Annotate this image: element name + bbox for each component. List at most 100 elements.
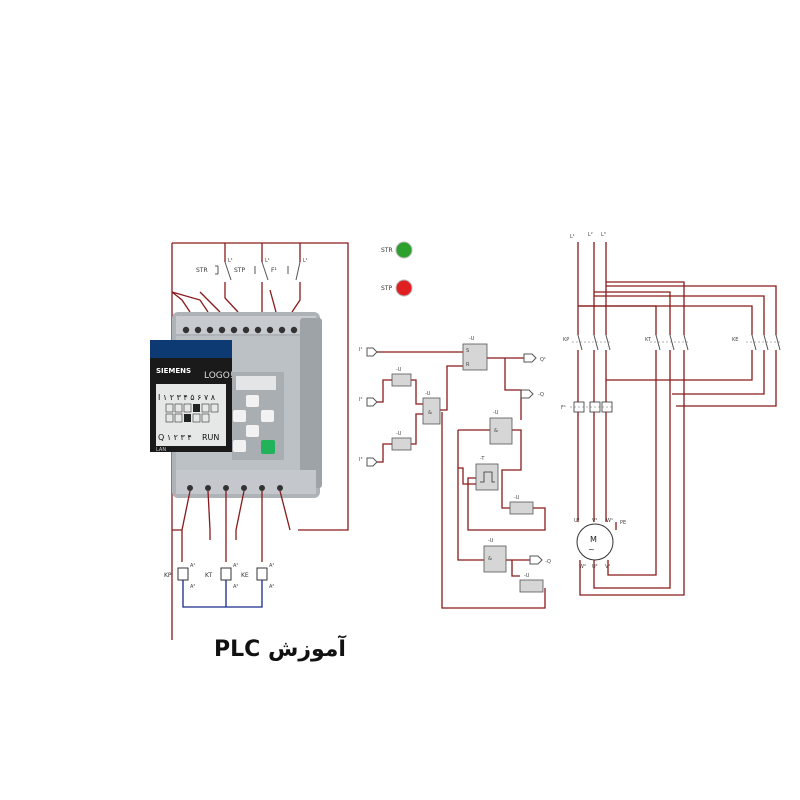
power-circuit: L¹ L² L³ KP KT KE F¹ xyxy=(561,232,782,596)
supply-l1: L¹ xyxy=(570,234,575,240)
svg-text:~: ~ xyxy=(588,545,595,554)
indicator-lamps: STR STP xyxy=(381,241,413,297)
supply-l3: L³ xyxy=(601,232,606,238)
plc-terminal-strip-bottom xyxy=(176,470,316,494)
lcd-inputs-row: I ۱ ۲ ۳ ۴ ۵ ۶ ۷ ۸ xyxy=(158,393,216,402)
wire-i2 xyxy=(377,379,392,403)
siemens-band xyxy=(150,340,232,358)
not-block-2: -U xyxy=(391,431,412,451)
function-key-slot xyxy=(236,376,276,390)
lamp-stp-label: STP xyxy=(381,285,392,292)
w2-label: W² xyxy=(579,564,586,570)
page-title: آموزش PLC xyxy=(214,634,346,662)
pe-label: PE xyxy=(620,520,626,526)
input-i1-label: I¹ xyxy=(359,347,362,353)
key-right[interactable] xyxy=(261,410,274,422)
coil-kp-label: KP xyxy=(164,572,172,579)
wire-not-timer xyxy=(467,477,546,531)
timer-block: -T xyxy=(475,456,499,491)
l-feed-3 xyxy=(199,291,221,313)
logic-diagram: I¹ I² I³ -U S R -U xyxy=(359,336,551,609)
and2-symbol: & xyxy=(488,556,492,562)
lamp-str-label: STR xyxy=(381,247,393,254)
key-ok-green[interactable] xyxy=(261,440,275,454)
ke-label: KE xyxy=(732,337,738,343)
supply-phases xyxy=(577,242,607,335)
plc-side xyxy=(300,318,322,488)
wire-and2-in xyxy=(457,430,484,561)
lan-label: LAN xyxy=(156,447,166,453)
plc-device: SIEMENS LOGO! I ۱ ۲ ۳ ۴ ۵ ۶ ۷ ۸ Q ۱ ۲ ۳ … xyxy=(150,312,322,498)
supply-l2: L² xyxy=(588,232,593,238)
coil-ke-label: KE xyxy=(241,572,249,579)
and1-symbol: & xyxy=(494,428,498,434)
f1-to-motor xyxy=(577,412,607,522)
v1-label: V¹ xyxy=(592,518,597,524)
l-feed-2 xyxy=(171,291,209,313)
output-q-a xyxy=(520,389,534,399)
and0-u: -U xyxy=(425,391,431,397)
f1-switch: F¹ L¹ xyxy=(271,258,308,281)
l-feed-1 xyxy=(171,291,191,313)
stp-l1-label: L¹ xyxy=(265,258,270,264)
and2-u: -U xyxy=(488,538,494,544)
input-i3-label: I³ xyxy=(359,457,362,463)
key-esc[interactable] xyxy=(233,440,246,452)
out-wire-links xyxy=(172,529,237,540)
f1-l1-label: L¹ xyxy=(303,258,308,264)
out-wire-6 xyxy=(279,490,291,531)
wire-i3 xyxy=(377,443,392,463)
not-block-1: -U xyxy=(391,367,412,387)
logo-model: LOGO! xyxy=(204,371,233,381)
ke-outputs xyxy=(606,350,777,407)
out-wire-4 xyxy=(235,490,245,531)
coil-ke-a1: A¹ xyxy=(269,563,274,569)
coil-ke: KE A¹ A² xyxy=(241,563,274,590)
stp-switch: STP L¹ xyxy=(234,258,270,281)
motor-star-delta-wires xyxy=(579,560,685,596)
not3-u: -U xyxy=(514,495,520,501)
contactor-kp: KP xyxy=(563,334,612,351)
output-q-b-label: -Q xyxy=(545,559,551,565)
wire-and1-out xyxy=(501,429,522,509)
sr-s-label: S xyxy=(466,348,469,354)
wire-and2-not xyxy=(511,560,520,577)
timer-t-label: -T xyxy=(480,456,485,462)
u1-label: U¹ xyxy=(574,518,580,524)
input-i1 xyxy=(366,347,378,357)
kt-label: KT xyxy=(645,337,652,343)
and-block-2: -U & xyxy=(483,538,507,573)
out-wire-1 xyxy=(181,490,191,562)
lamp-stp xyxy=(395,279,413,297)
coil-kt: KT A¹ A² xyxy=(205,563,238,590)
and-block-1: -U & xyxy=(489,410,513,445)
input-i2 xyxy=(366,397,378,407)
wire-bottom-loop xyxy=(441,412,546,609)
w1-label: W¹ xyxy=(606,518,613,524)
control-wiring: STR L¹ STP L¹ F¹ L¹ xyxy=(150,242,349,640)
output-q-b xyxy=(529,555,543,565)
out-wire-2 xyxy=(207,490,211,531)
key-up[interactable] xyxy=(246,395,259,407)
key-down[interactable] xyxy=(246,425,259,437)
kp-label: KP xyxy=(563,337,569,343)
sr-block: -U S R xyxy=(462,336,488,371)
neutral-bus-wire xyxy=(182,580,263,608)
wire-q1-fb xyxy=(504,358,522,420)
coil-kt-a2: A² xyxy=(233,584,238,590)
lcd-outputs-row: Q ۱ ۲ ۳ ۴ xyxy=(158,433,192,442)
not4-u: -U xyxy=(524,573,530,579)
input-i3 xyxy=(366,457,378,467)
contactor-kt: KT xyxy=(645,334,690,351)
str-switch-label: STR xyxy=(196,267,208,274)
and0-symbol: & xyxy=(428,410,432,416)
str-switch: STR L¹ xyxy=(196,258,233,281)
l-feed-4 xyxy=(269,289,277,313)
and1-u: -U xyxy=(493,410,499,416)
coil-kp-a2: A² xyxy=(190,584,195,590)
f1-out xyxy=(291,282,301,313)
str-l1-label: L¹ xyxy=(228,258,233,264)
key-left[interactable] xyxy=(233,410,246,422)
motor: M ~ PE U¹ V¹ W¹ W² U² V² xyxy=(574,518,626,570)
sr-u-label: -U xyxy=(469,336,475,342)
